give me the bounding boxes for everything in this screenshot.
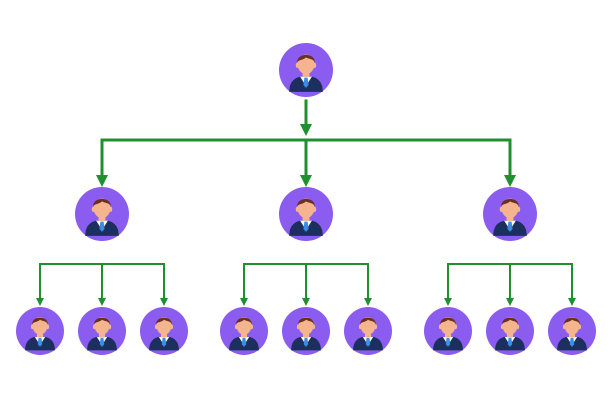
employee-node <box>548 307 596 355</box>
employee-node <box>344 307 392 355</box>
ceo-node <box>279 43 333 97</box>
manager-node <box>279 187 333 241</box>
manager-node <box>483 187 537 241</box>
employee-node <box>220 307 268 355</box>
employee-node <box>424 307 472 355</box>
connector-lines <box>36 99 576 306</box>
org-nodes <box>16 43 596 355</box>
employee-node <box>78 307 126 355</box>
employee-node <box>16 307 64 355</box>
employee-node <box>486 307 534 355</box>
manager-node <box>75 187 129 241</box>
employee-node <box>140 307 188 355</box>
employee-node <box>282 307 330 355</box>
